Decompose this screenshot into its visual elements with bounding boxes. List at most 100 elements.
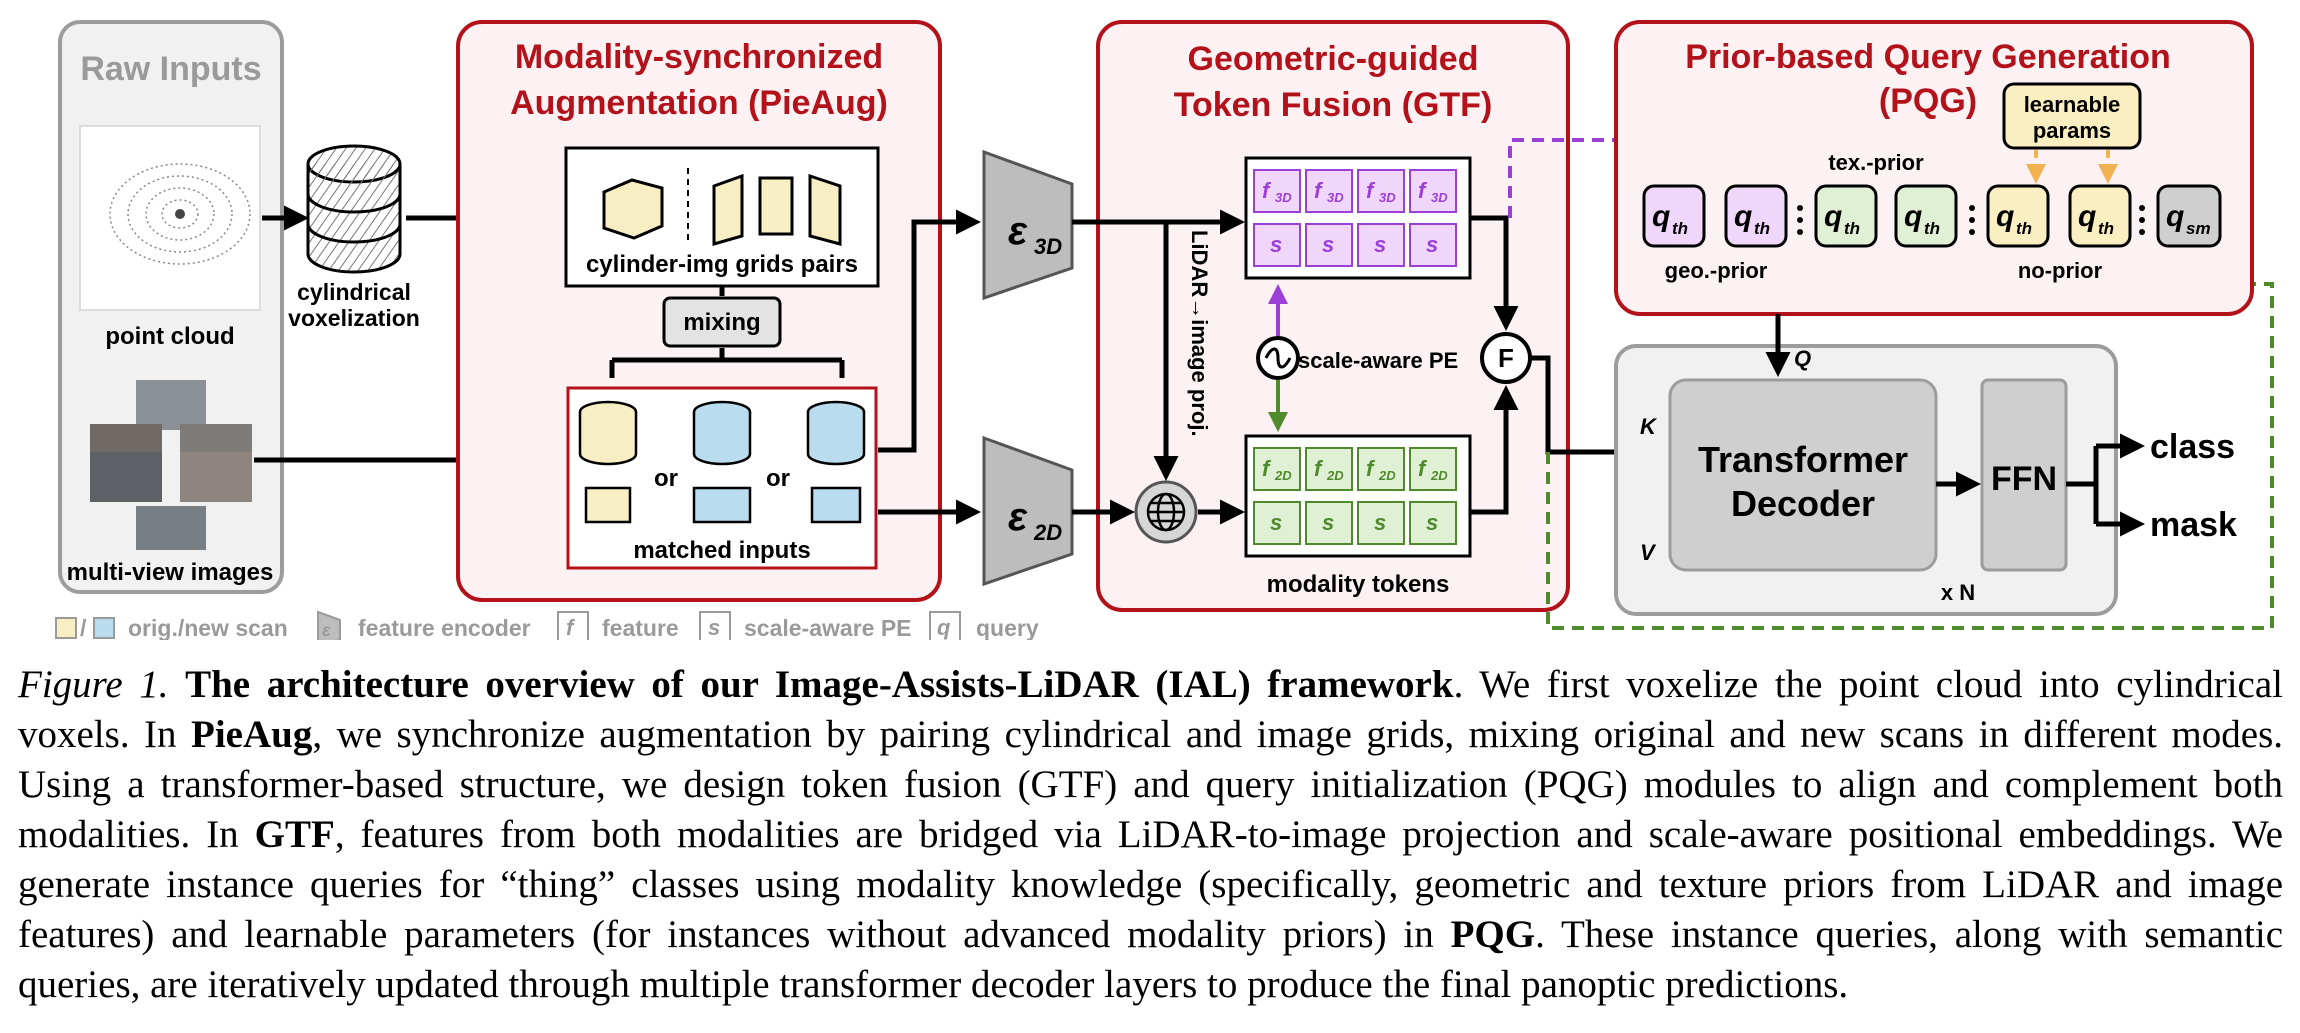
multi-view-label: multi-view images	[67, 559, 274, 586]
mixing-label: mixing	[683, 309, 760, 336]
encoder-2d-symbol: ε	[1008, 495, 1028, 539]
token-s-3d-3: s	[1374, 232, 1386, 257]
token-row-3d	[1253, 169, 1457, 267]
legend-query-symbol: q	[937, 615, 951, 640]
transformer-decoder-box	[1668, 378, 1938, 572]
grid-tile-2	[758, 176, 794, 236]
legend-slash: /	[80, 615, 87, 640]
token-s-2d-3: s	[1374, 510, 1386, 535]
caption-label: Figure 1.	[18, 663, 169, 706]
token-sub-3d-1: 3D	[1275, 190, 1292, 205]
legend: / orig./new scan ε feature encoder f fea…	[55, 610, 1039, 640]
ffn-box	[1980, 378, 2068, 572]
geo-prior-label: geo.-prior	[1665, 258, 1768, 283]
query-sub-3: th	[1844, 219, 1860, 238]
query-q-2: q	[1734, 200, 1752, 233]
legend-pe-symbol: s	[708, 615, 720, 640]
pqg-title-2: (PQG)	[1879, 82, 1977, 120]
encoder-2d-shape	[982, 435, 1074, 587]
token-s-3d-2: s	[1322, 232, 1334, 257]
legend-pe-icon	[699, 611, 731, 640]
encoder-3d-sub: 3D	[1034, 234, 1062, 259]
ffn-label: FFN	[1991, 460, 2057, 498]
arrow-matched-to-enc3d	[878, 209, 981, 453]
arrow-fusion-to-decoder	[1530, 355, 1636, 455]
multi-view-images	[90, 380, 252, 550]
encoder-3d-symbol: ε	[1008, 209, 1028, 253]
legend-encoder-icon	[317, 610, 341, 640]
grid-tile-3	[808, 173, 842, 246]
cylindrical-voxel-icon	[306, 144, 402, 274]
legend-feature-icon	[557, 611, 589, 640]
legend-scan-label: orig./new scan	[128, 615, 288, 640]
token-s-2d-4: s	[1426, 510, 1438, 535]
point-cloud-label: point cloud	[105, 323, 234, 350]
query-row	[1642, 184, 2222, 248]
query-q-6: q	[2078, 200, 2096, 233]
proj-label: LiDAR→image proj.	[1187, 230, 1212, 437]
token-s-3d-4: s	[1426, 232, 1438, 257]
scale-pe-label: scale-aware PE	[1298, 348, 1458, 373]
query-q-1: q	[1652, 200, 1670, 233]
query-q-7: q	[2166, 200, 2184, 233]
pqg-panel: Prior-based Query Generation (PQG) learn…	[1614, 20, 2254, 316]
token-sub-3d-4: 3D	[1431, 190, 1448, 205]
no-prior-label: no-prior	[2018, 258, 2103, 283]
encoder-3d-shape	[982, 149, 1074, 301]
architecture-diagram: Raw Inputs point cloud multi-view images…	[55, 20, 2274, 640]
fusion-label: F	[1498, 343, 1514, 373]
legend-feature-symbol: f	[566, 615, 576, 640]
figure-caption: Figure 1. The architecture overview of o…	[18, 660, 2283, 1010]
arrow-2d-to-fusion	[1470, 385, 1519, 515]
token-sub-3d-2: 3D	[1327, 190, 1344, 205]
query-sub-2: th	[1754, 219, 1770, 238]
caption-text-3: , features from both modalities are brid…	[18, 813, 2283, 956]
output-class-label: class	[2150, 428, 2235, 466]
legend-pe-label: scale-aware PE	[744, 615, 912, 640]
decoder-panel: Transformer Decoder FFN x N	[1614, 344, 2118, 616]
caption-gtf: GTF	[254, 813, 335, 856]
matched-inputs-label: matched inputs	[633, 537, 810, 564]
point-cloud-rings	[109, 163, 251, 265]
token-f-2d-2: f	[1314, 456, 1324, 481]
or-label-1: or	[654, 465, 678, 492]
grid-pairs-label: cylinder-img grids pairs	[586, 251, 858, 278]
output-mask-label: mask	[2150, 506, 2237, 544]
caption-text-1: . We first voxelize the point cloud into…	[18, 663, 2284, 756]
encoder-2d-sub: 2D	[1033, 520, 1062, 545]
q-input-label: Q	[1794, 346, 1811, 371]
arrow-ffn-split	[2066, 446, 2099, 524]
query-q-5: q	[1996, 200, 2014, 233]
modality-tokens-label: modality tokens	[1267, 571, 1450, 598]
matched-cylinder-2	[692, 400, 752, 524]
token-f-2d-1: f	[1262, 456, 1272, 481]
token-sub-2d-2: 2D	[1326, 468, 1344, 483]
matched-cylinder-1	[578, 400, 638, 524]
caption-pqg: PQG	[1450, 913, 1536, 956]
point-cloud-image	[79, 125, 261, 311]
token-sub-3d-3: 3D	[1379, 190, 1396, 205]
token-sub-2d-4: 2D	[1430, 468, 1448, 483]
pieaug-title-2: Augmentation (PieAug)	[510, 84, 888, 122]
pieaug-panel: Modality-synchronized Augmentation (PieA…	[456, 20, 942, 602]
token-f-3d-4: f	[1418, 178, 1428, 203]
caption-title: The architecture overview of our Image-A…	[185, 663, 1454, 706]
query-sub-5: th	[2016, 219, 2032, 238]
cube-icon	[602, 178, 664, 240]
legend-new-swatch	[93, 617, 115, 639]
v-input-label: V	[1640, 540, 1657, 565]
repeat-label: x N	[1941, 580, 1975, 605]
query-q-3: q	[1824, 200, 1842, 233]
legend-feature-label: feature	[602, 615, 679, 640]
legend-orig-swatch	[55, 617, 77, 639]
token-f-3d-2: f	[1314, 178, 1324, 203]
token-f-2d-4: f	[1418, 456, 1428, 481]
learnable-label-2: params	[2033, 118, 2111, 143]
token-s-3d-1: s	[1270, 232, 1282, 257]
legend-encoder-symbol: ε	[322, 620, 331, 640]
or-label-2: or	[766, 465, 790, 492]
gtf-title-1: Geometric-guided	[1188, 40, 1479, 78]
query-q-4: q	[1904, 200, 1922, 233]
legend-query-label: query	[976, 615, 1039, 640]
k-input-label: K	[1640, 414, 1658, 439]
